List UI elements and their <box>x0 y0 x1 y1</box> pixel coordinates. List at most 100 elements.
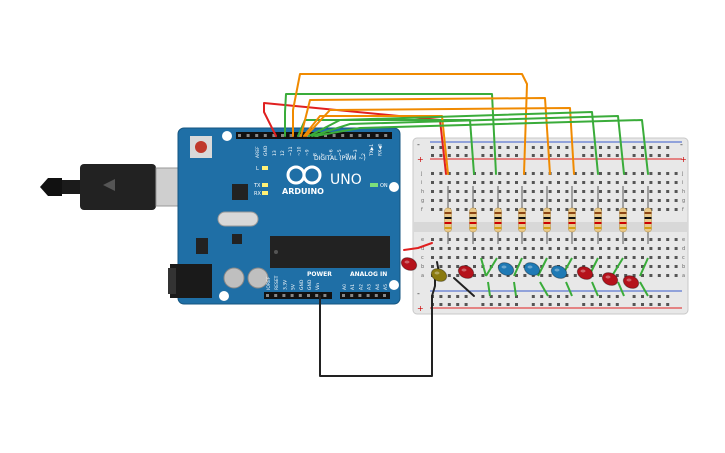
rail-hole[interactable] <box>657 295 661 298</box>
breadboard-hole[interactable] <box>599 199 602 202</box>
breadboard-hole[interactable] <box>641 274 644 277</box>
breadboard-hole[interactable] <box>447 238 451 241</box>
breadboard-hole[interactable] <box>464 208 468 211</box>
breadboard-hole[interactable] <box>523 199 527 202</box>
breadboard-hole[interactable] <box>641 256 644 259</box>
breadboard-hole[interactable] <box>548 199 552 202</box>
breadboard-hole[interactable] <box>624 256 628 259</box>
breadboard-hole[interactable] <box>649 256 653 259</box>
breadboard-hole[interactable] <box>557 238 560 241</box>
breadboard-hole[interactable] <box>649 172 653 175</box>
breadboard-hole[interactable] <box>649 238 653 241</box>
rail-hole[interactable] <box>599 154 602 157</box>
rail-hole[interactable] <box>498 303 502 306</box>
rail-hole[interactable] <box>666 295 670 298</box>
rail-hole[interactable] <box>615 303 619 306</box>
rail-hole[interactable] <box>464 303 468 306</box>
breadboard-hole[interactable] <box>473 199 476 202</box>
rail-hole[interactable] <box>464 295 468 298</box>
rail-hole[interactable] <box>464 154 468 157</box>
breadboard-hole[interactable] <box>666 274 670 277</box>
breadboard-hole[interactable] <box>540 208 544 211</box>
breadboard-hole[interactable] <box>540 172 544 175</box>
rail-hole[interactable] <box>607 295 611 298</box>
rail-hole[interactable] <box>506 303 510 306</box>
breadboard-hole[interactable] <box>607 208 611 211</box>
breadboard-hole[interactable] <box>531 274 535 277</box>
rail-hole[interactable] <box>481 146 485 149</box>
breadboard-hole[interactable] <box>573 172 577 175</box>
rail-hole[interactable] <box>666 303 670 306</box>
breadboard-hole[interactable] <box>607 256 611 259</box>
breadboard-hole[interactable] <box>489 247 493 250</box>
resistor[interactable] <box>444 207 452 233</box>
breadboard-hole[interactable] <box>607 265 611 268</box>
breadboard-hole[interactable] <box>666 256 670 259</box>
rail-hole[interactable] <box>599 146 602 149</box>
breadboard-hole[interactable] <box>657 199 661 202</box>
breadboard-hole[interactable] <box>489 238 493 241</box>
breadboard-hole[interactable] <box>641 247 644 250</box>
wire-black-short[interactable] <box>453 277 475 297</box>
breadboard-hole[interactable] <box>548 265 552 268</box>
breadboard-hole[interactable] <box>557 172 560 175</box>
breadboard-hole[interactable] <box>599 265 602 268</box>
rail-hole[interactable] <box>498 154 502 157</box>
rail-hole[interactable] <box>506 154 510 157</box>
led-red[interactable] <box>600 270 620 288</box>
rail-hole[interactable] <box>599 295 602 298</box>
breadboard-hole[interactable] <box>548 238 552 241</box>
rail-hole[interactable] <box>632 154 636 157</box>
rail-hole[interactable] <box>590 154 594 157</box>
rail-hole[interactable] <box>565 303 569 306</box>
breadboard-hole[interactable] <box>590 265 594 268</box>
breadboard-hole[interactable] <box>607 190 611 193</box>
breadboard-hole[interactable] <box>641 190 644 193</box>
breadboard-hole[interactable] <box>557 181 560 184</box>
breadboard-hole[interactable] <box>540 181 544 184</box>
wire-red[interactable] <box>263 102 447 175</box>
breadboard-hole[interactable] <box>473 247 476 250</box>
breadboard-hole[interactable] <box>456 247 460 250</box>
breadboard-hole[interactable] <box>515 238 518 241</box>
rail-hole[interactable] <box>489 303 493 306</box>
rail-hole[interactable] <box>557 154 560 157</box>
breadboard-hole[interactable] <box>641 238 644 241</box>
breadboard-hole[interactable] <box>615 238 619 241</box>
rail-hole[interactable] <box>657 303 661 306</box>
rail-hole[interactable] <box>632 303 636 306</box>
rail-hole[interactable] <box>498 295 502 298</box>
breadboard-hole[interactable] <box>439 256 443 259</box>
breadboard-hole[interactable] <box>473 274 476 277</box>
breadboard-hole[interactable] <box>607 199 611 202</box>
breadboard-hole[interactable] <box>540 256 544 259</box>
led-red[interactable] <box>399 255 419 273</box>
breadboard-hole[interactable] <box>666 190 670 193</box>
led-red[interactable] <box>621 273 641 291</box>
rail-hole[interactable] <box>439 146 443 149</box>
breadboard-hole[interactable] <box>599 181 602 184</box>
rail-hole[interactable] <box>540 146 544 149</box>
breadboard-hole[interactable] <box>666 181 670 184</box>
rail-hole[interactable] <box>632 295 636 298</box>
breadboard-hole[interactable] <box>573 238 577 241</box>
rail-hole[interactable] <box>439 295 443 298</box>
breadboard-hole[interactable] <box>540 247 544 250</box>
breadboard-hole[interactable] <box>506 172 510 175</box>
rail-hole[interactable] <box>557 303 560 306</box>
breadboard-hole[interactable] <box>649 181 653 184</box>
breadboard-hole[interactable] <box>590 256 594 259</box>
resistor[interactable] <box>644 207 652 233</box>
wire-green-jumper[interactable] <box>485 257 498 277</box>
rail-hole[interactable] <box>531 154 535 157</box>
breadboard-hole[interactable] <box>498 199 502 202</box>
breadboard-hole[interactable] <box>447 181 451 184</box>
breadboard-hole[interactable] <box>456 199 460 202</box>
breadboard-hole[interactable] <box>624 172 628 175</box>
breadboard-hole[interactable] <box>489 181 493 184</box>
breadboard-hole[interactable] <box>649 247 653 250</box>
breadboard-hole[interactable] <box>523 256 527 259</box>
breadboard-hole[interactable] <box>657 238 661 241</box>
breadboard-hole[interactable] <box>498 247 502 250</box>
breadboard-hole[interactable] <box>565 181 569 184</box>
